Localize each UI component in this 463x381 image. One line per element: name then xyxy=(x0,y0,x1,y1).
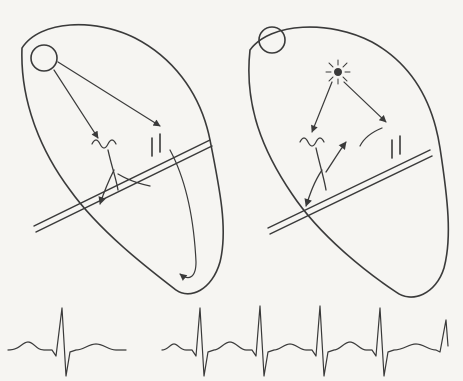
left-heart-outline xyxy=(22,25,223,294)
right-conduction-block xyxy=(392,136,400,158)
left-conduction-block xyxy=(152,134,160,156)
left-arrow-to-av-node xyxy=(54,70,98,138)
right-arrow-to-av-node xyxy=(312,82,332,132)
right-his-bundle xyxy=(316,148,326,190)
left-septum-bar xyxy=(34,140,212,232)
left-bundle-branch-1 xyxy=(100,170,114,204)
left-av-node-squiggle xyxy=(92,140,116,148)
left-reentry-loop-arrow xyxy=(170,150,196,278)
left-arrow-to-block xyxy=(58,62,160,126)
right-retrograde-arrow xyxy=(360,128,382,146)
right-panel xyxy=(249,27,449,297)
left-his-bundle xyxy=(108,150,118,190)
left-ecg-trace xyxy=(8,308,126,376)
right-ecg-trace xyxy=(162,306,448,376)
right-arrow-to-block xyxy=(344,82,386,122)
right-sinus-node-circle xyxy=(259,27,285,53)
right-bundle-branch-1 xyxy=(306,170,322,206)
right-ectopic-spark-icon xyxy=(326,60,350,84)
left-panel xyxy=(22,25,223,294)
left-sinus-node-circle xyxy=(31,45,57,71)
right-bundle-branch-2 xyxy=(326,142,346,172)
right-av-node-squiggle xyxy=(300,138,324,146)
right-septum-bar xyxy=(268,150,432,234)
